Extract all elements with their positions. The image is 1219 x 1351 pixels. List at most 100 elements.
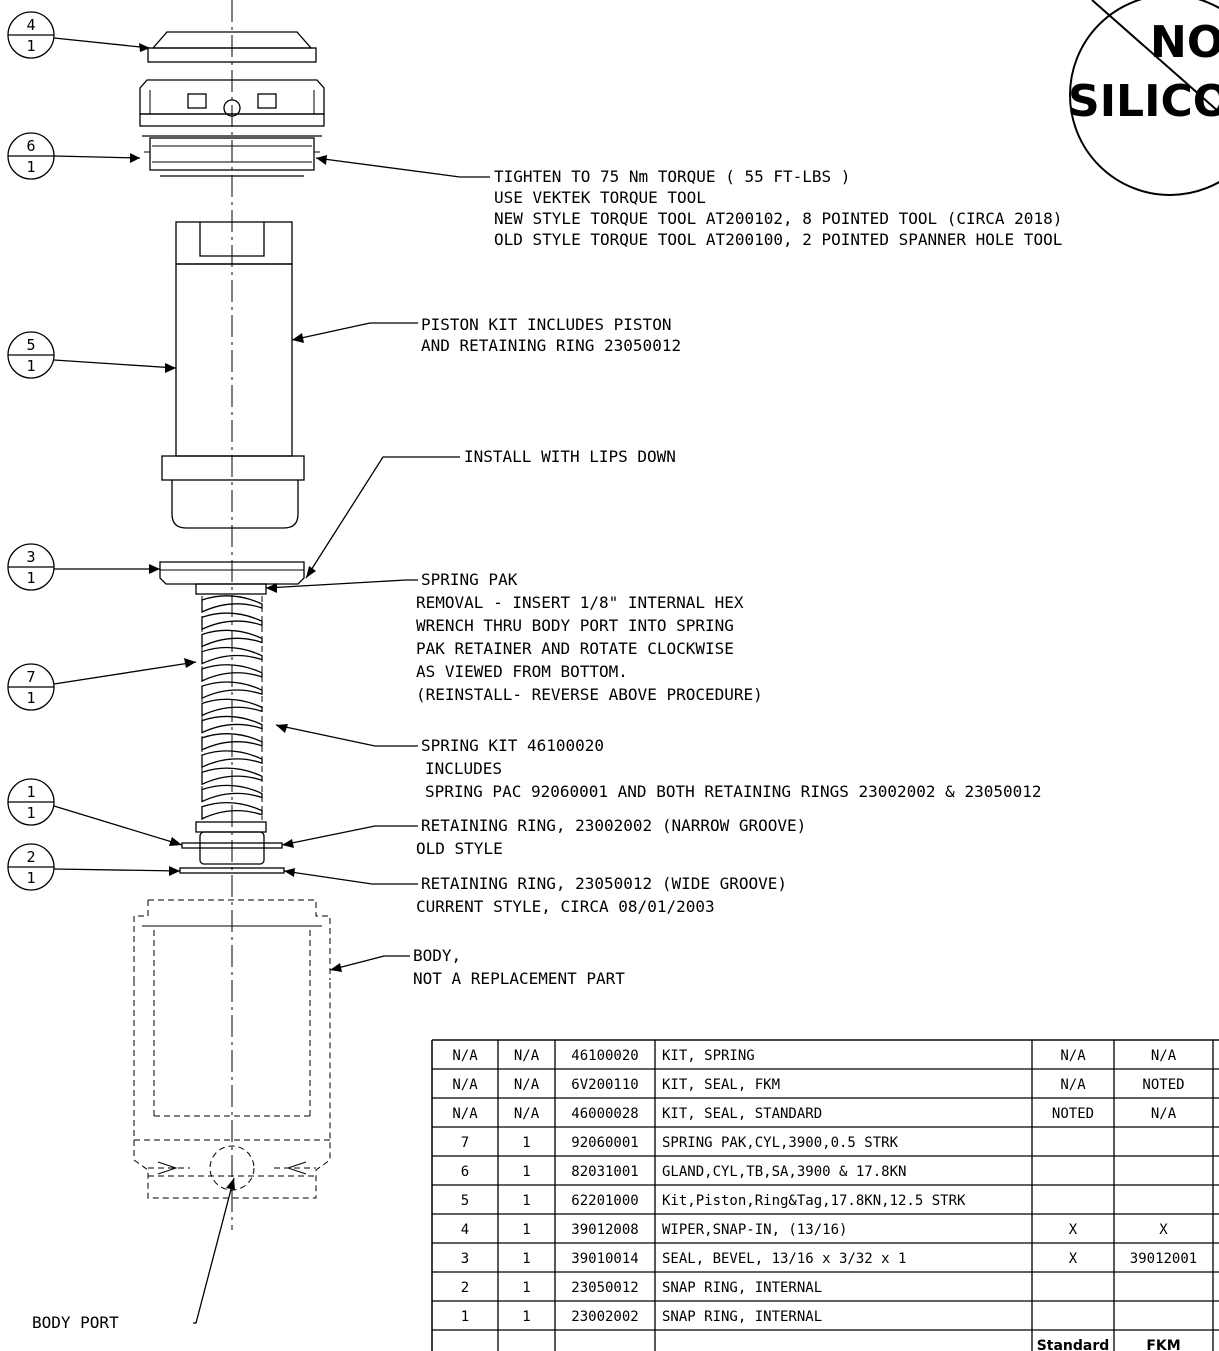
table-cell: NOTED — [1142, 1077, 1184, 1093]
table-cell: GLAND,CYL,TB,SA,3900 & 17.8KN — [662, 1164, 906, 1180]
table-cell: 1 — [522, 1280, 530, 1296]
retaining-ring-1 — [181, 842, 283, 849]
ring-old-note: RETAINING RING, 23002002 (NARROW GROOVE)… — [416, 816, 806, 858]
balloon-4: 4 1 — [7, 11, 55, 59]
svg-text:6: 6 — [26, 137, 35, 155]
svg-text:TIGHTEN TO 75 Nm TORQUE ( 55 F: TIGHTEN TO 75 Nm TORQUE ( 55 FT-LBS ) — [494, 167, 850, 186]
svg-text:SPRING KIT 46100020: SPRING KIT 46100020 — [421, 736, 604, 755]
balloon-7: 7 1 — [7, 663, 55, 711]
svg-text:1: 1 — [26, 569, 35, 587]
table-cell: X — [1159, 1222, 1168, 1238]
table-cell: 4 — [461, 1222, 469, 1238]
table-cell: 39010014 — [571, 1251, 638, 1267]
spring-pak-part — [195, 583, 267, 820]
table-cell: 39012008 — [571, 1222, 638, 1238]
svg-text:USE VEKTEK TORQUE TOOL: USE VEKTEK TORQUE TOOL — [494, 188, 706, 207]
spring-coil — [201, 733, 263, 751]
balloon-3: 3 1 — [7, 543, 55, 591]
table-cell: 92060001 — [571, 1135, 638, 1151]
table-cell: 1 — [522, 1309, 530, 1325]
body-note: BODY, NOT A REPLACEMENT PART — [413, 946, 625, 988]
table-cell: 82031001 — [571, 1164, 638, 1180]
table-cell: 46000028 — [571, 1106, 638, 1122]
table-cell: 1 — [522, 1193, 530, 1209]
svg-text:1: 1 — [26, 689, 35, 707]
table-cell: NOTED — [1052, 1106, 1094, 1122]
svg-text:CURRENT STYLE, CIRCA 08/01/200: CURRENT STYLE, CIRCA 08/01/2003 — [416, 897, 715, 916]
table-cell: 5 — [461, 1193, 469, 1209]
svg-text:5: 5 — [26, 336, 35, 354]
spring-coil — [201, 681, 263, 700]
body-part — [133, 899, 331, 1199]
table-cell: N/A — [1151, 1106, 1177, 1122]
svg-text:1: 1 — [26, 357, 35, 375]
table-cell: SEAL, BEVEL, 13/16 x 3/32 x 1 — [662, 1251, 906, 1267]
stamp-line1: NO — [1150, 17, 1219, 68]
svg-text:NEW STYLE TORQUE TOOL AT200102: NEW STYLE TORQUE TOOL AT200102, 8 POINTE… — [494, 209, 1062, 228]
balloon-2: 2 1 — [7, 843, 55, 891]
table-cell: 23002002 — [571, 1309, 638, 1325]
table-cell: SPRING PAK,CYL,3900,0.5 STRK — [662, 1135, 899, 1151]
table-cell: 46100020 — [571, 1048, 638, 1064]
table-footer-cell: FKM — [1146, 1338, 1180, 1351]
svg-text:RETAINING RING, 23050012 (WIDE: RETAINING RING, 23050012 (WIDE GROOVE) — [421, 874, 787, 893]
ring-new-note: RETAINING RING, 23050012 (WIDE GROOVE) C… — [416, 874, 787, 916]
balloon-1: 1 1 — [7, 778, 55, 826]
svg-text:INCLUDES: INCLUDES — [425, 759, 502, 778]
no-silicone-stamp: NO SILICO — [1068, 0, 1219, 196]
stamp-line2: SILICO — [1068, 76, 1219, 127]
bom-table: N/A N/A 46100020 KIT, SPRING N/A N/A N/A N/A 6V2… — [431, 1039, 1219, 1351]
table-cell: 1 — [522, 1222, 530, 1238]
table-cell: N/A — [452, 1077, 478, 1093]
gland-part — [139, 79, 325, 177]
spring-coil — [201, 629, 263, 648]
torque-note: TIGHTEN TO 75 Nm TORQUE ( 55 FT-LBS ) US… — [494, 167, 1062, 249]
svg-text:REMOVAL - INSERT 1/8" INTERNAL: REMOVAL - INSERT 1/8" INTERNAL HEX — [416, 593, 744, 612]
svg-text:1: 1 — [26, 869, 35, 887]
svg-text:PISTON KIT INCLUDES PISTON: PISTON KIT INCLUDES PISTON — [421, 315, 671, 334]
svg-text:7: 7 — [26, 668, 35, 686]
note-leaders — [193, 155, 490, 1324]
table-cell: 1 — [461, 1309, 469, 1325]
wiper-part — [147, 31, 317, 63]
table-cell: N/A — [1151, 1048, 1177, 1064]
piston-note: PISTON KIT INCLUDES PISTON AND RETAINING… — [421, 315, 681, 355]
lips-note: INSTALL WITH LIPS DOWN — [464, 447, 676, 466]
table-cell: 7 — [461, 1135, 469, 1151]
svg-text:4: 4 — [26, 16, 35, 34]
bevel-seal-part — [159, 561, 305, 585]
table-cell: 1 — [522, 1251, 530, 1267]
table-cell: Kit,Piston,Ring&Tag,17.8KN,12.5 STRK — [662, 1193, 966, 1209]
table-cell: N/A — [514, 1077, 540, 1093]
svg-text:WRENCH THRU BODY PORT INTO SPR: WRENCH THRU BODY PORT INTO SPRING — [416, 616, 734, 635]
svg-text:SPRING PAK: SPRING PAK — [421, 570, 518, 589]
table-cell: KIT, SPRING — [662, 1048, 755, 1064]
piston-part — [161, 221, 305, 529]
balloon-leaders — [53, 37, 197, 876]
table-cell: 2 — [461, 1280, 469, 1296]
table-cell: 23050012 — [571, 1280, 638, 1296]
svg-text:1: 1 — [26, 783, 35, 801]
table-cell: N/A — [1060, 1048, 1086, 1064]
table-cell: 62201000 — [571, 1193, 638, 1209]
table-cell: N/A — [452, 1048, 478, 1064]
spring-coil — [201, 801, 263, 820]
svg-text:1: 1 — [26, 158, 35, 176]
spring-coil — [201, 612, 263, 631]
balloon-5: 5 1 — [7, 331, 55, 379]
svg-text:BODY,: BODY, — [413, 946, 461, 965]
spring-coil — [201, 750, 263, 769]
svg-text:2: 2 — [26, 848, 35, 866]
balloon-6: 6 1 — [7, 132, 55, 180]
table-cell: KIT, SEAL, FKM — [662, 1077, 780, 1093]
table-cell: SNAP RING, INTERNAL — [662, 1280, 822, 1296]
table-cell: 3 — [461, 1251, 469, 1267]
table-cell: KIT, SEAL, STANDARD — [662, 1106, 822, 1122]
spring-pak-note: SPRING PAK REMOVAL - INSERT 1/8" INTERNA… — [416, 570, 763, 704]
svg-text:OLD STYLE TORQUE TOOL AT200100: OLD STYLE TORQUE TOOL AT200100, 2 POINTE… — [494, 230, 1062, 249]
table-cell: 6V200110 — [571, 1077, 638, 1093]
svg-text:OLD STYLE: OLD STYLE — [416, 839, 503, 858]
table-cell: X — [1069, 1222, 1078, 1238]
svg-text:1: 1 — [26, 37, 35, 55]
